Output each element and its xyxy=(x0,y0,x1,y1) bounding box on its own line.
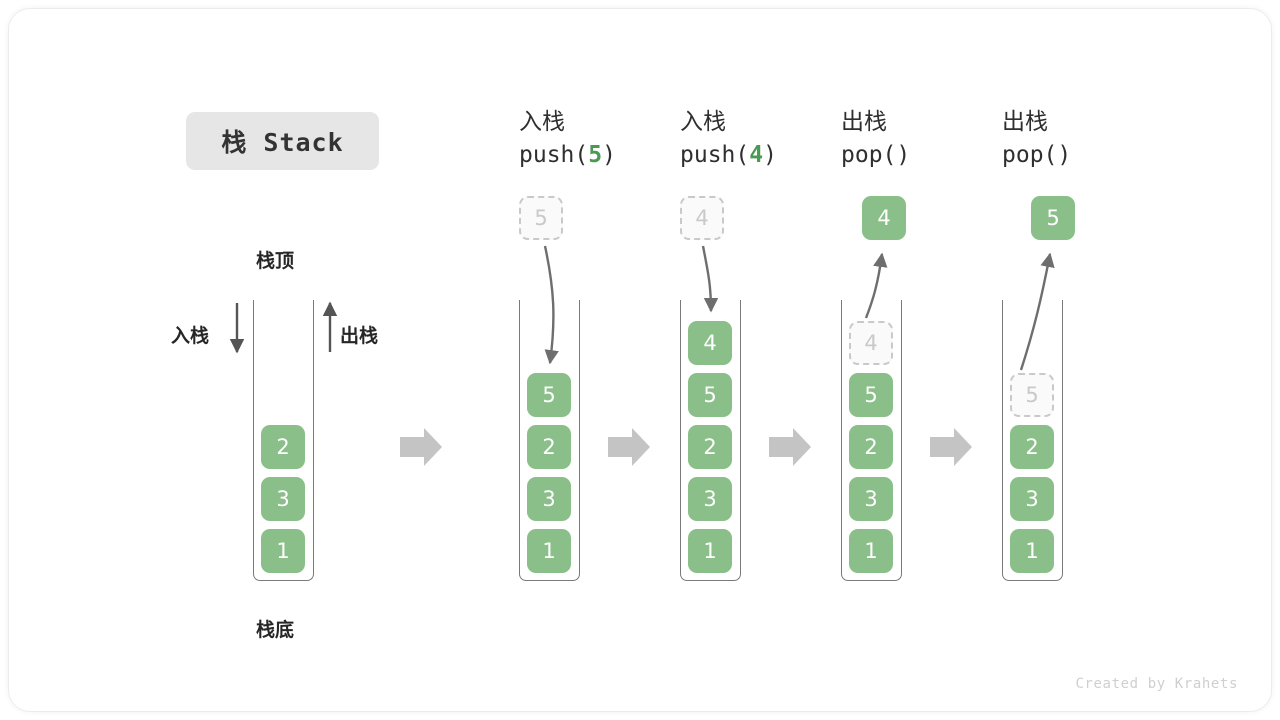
op-heading-pop-4: 出栈 pop() xyxy=(841,106,1021,171)
stack-cell: 3 xyxy=(1010,477,1054,521)
op-heading-cn: 出栈 xyxy=(1002,109,1048,135)
stack-cell: 2 xyxy=(261,425,305,469)
ghost-cell-incoming: 4 xyxy=(680,196,724,240)
stack-cell: 1 xyxy=(688,529,732,573)
stack-cell: 2 xyxy=(1010,425,1054,469)
ghost-cell-removed: 5 xyxy=(1010,373,1054,417)
op-heading-cn: 入栈 xyxy=(680,109,726,135)
stack-top-label: 栈顶 xyxy=(256,250,295,272)
op-code-arg: 4 xyxy=(749,141,764,168)
stack-cell: 1 xyxy=(527,529,571,573)
op-code-arg: 5 xyxy=(588,141,603,168)
op-heading-cn: 入栈 xyxy=(519,109,565,135)
push-side-label: 入栈 xyxy=(171,325,210,347)
stack-container-pop-5 xyxy=(1002,300,1063,581)
op-code-prefix: pop( xyxy=(841,141,897,168)
op-heading-cn: 出栈 xyxy=(841,109,887,135)
op-code-suffix: ) xyxy=(896,141,911,168)
op-heading-code: push(5) xyxy=(519,139,699,172)
stack-cell: 3 xyxy=(849,477,893,521)
stack-container-push-5 xyxy=(519,300,580,581)
op-heading-code: push(4) xyxy=(680,139,860,172)
credit-text: Created by Krahets xyxy=(1075,676,1238,692)
stack-container-initial xyxy=(253,300,314,581)
stack-bottom-label: 栈底 xyxy=(256,619,295,641)
op-heading-pop-5: 出栈 pop() xyxy=(1002,106,1182,171)
stack-cell: 5 xyxy=(527,373,571,417)
stack-container-pop-4 xyxy=(841,300,902,581)
stack-cell: 3 xyxy=(688,477,732,521)
stack-cell: 1 xyxy=(849,529,893,573)
op-code-prefix: push( xyxy=(519,141,589,168)
pop-side-label: 出栈 xyxy=(340,325,379,347)
stack-cell: 5 xyxy=(688,373,732,417)
stack-cell: 2 xyxy=(527,425,571,469)
op-code-prefix: push( xyxy=(680,141,750,168)
ghost-cell-incoming: 5 xyxy=(519,196,563,240)
stack-cell: 1 xyxy=(1010,529,1054,573)
op-code-suffix: ) xyxy=(602,141,616,168)
stack-cell: 5 xyxy=(849,373,893,417)
ghost-cell-removed: 4 xyxy=(849,321,893,365)
op-heading-push-5: 入栈 push(5) xyxy=(519,106,699,171)
popped-cell: 4 xyxy=(862,196,906,240)
stack-container-push-4 xyxy=(680,300,741,581)
op-code-suffix: ) xyxy=(763,141,777,168)
op-heading-code: pop() xyxy=(841,139,1021,172)
op-code-suffix: ) xyxy=(1057,141,1072,168)
stack-cell: 1 xyxy=(261,529,305,573)
stack-cell: 2 xyxy=(688,425,732,469)
stack-cell: 2 xyxy=(849,425,893,469)
op-code-prefix: pop( xyxy=(1002,141,1058,168)
stack-cell: 4 xyxy=(688,321,732,365)
op-heading-code: pop() xyxy=(1002,139,1182,172)
diagram-title: 栈 Stack xyxy=(186,112,379,170)
stack-cell: 3 xyxy=(261,477,305,521)
popped-cell: 5 xyxy=(1031,196,1075,240)
stack-cell: 3 xyxy=(527,477,571,521)
op-heading-push-4: 入栈 push(4) xyxy=(680,106,860,171)
